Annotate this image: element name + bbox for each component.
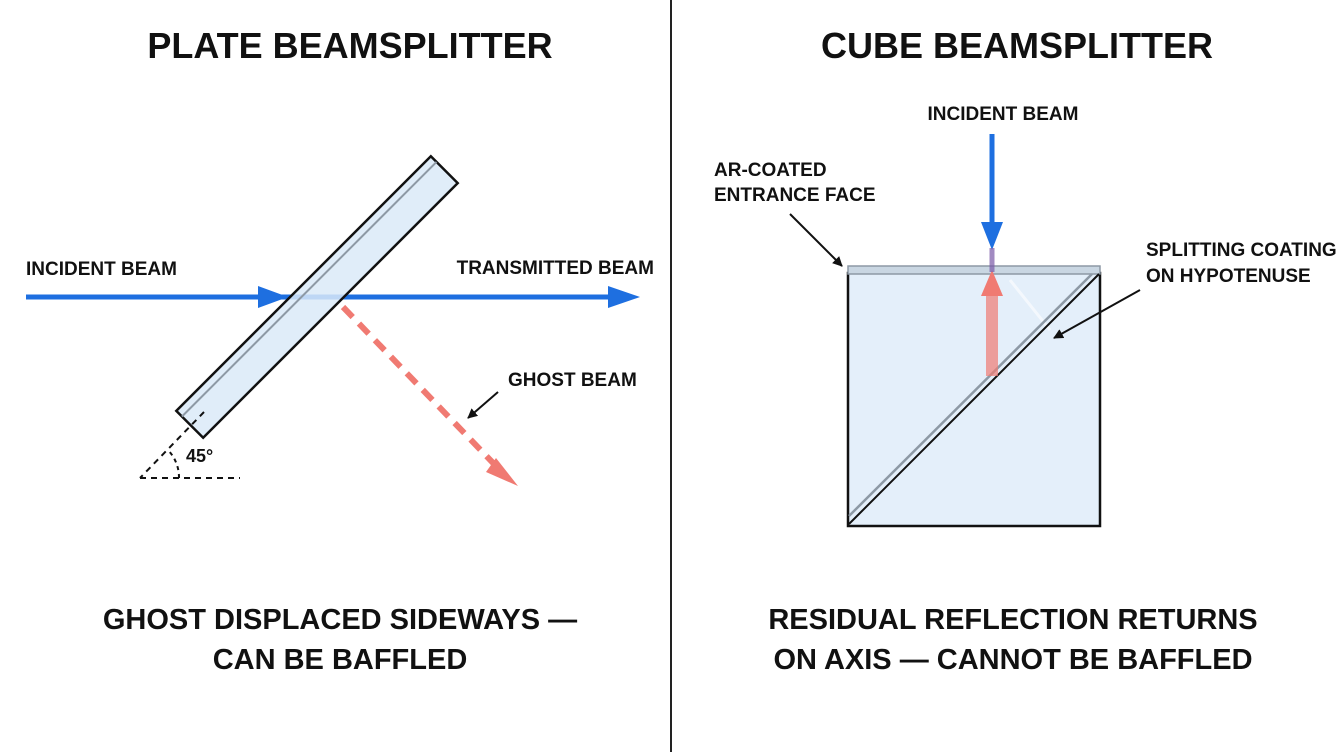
cube-ar-label-line2: ENTRANCE FACE [714, 185, 876, 206]
cube-hypotenuse-coating [848, 273, 1100, 525]
cube-residual-reflection-beam [986, 292, 998, 376]
plate-ghost-label: GHOST BEAM [508, 370, 637, 391]
cube-coating-label-line1: SPLITTING COATING [1146, 240, 1337, 261]
cube-incident-arrowhead [981, 222, 1003, 250]
plate-caption-line2: CAN BE BAFFLED [213, 644, 468, 676]
cube-ar-label-line1: AR-COATED [714, 160, 827, 181]
cube-ar-pointer [789, 213, 843, 267]
cube-ar-coating-layer [847, 265, 1101, 275]
plate-ghost-beam [340, 304, 499, 469]
plate-incident-arrowhead [258, 286, 288, 308]
cube-coating-pointer [1053, 289, 1141, 339]
plate-ghost-pointer [467, 391, 499, 419]
plate-angle-ref-line [139, 411, 205, 479]
plate-transmitted-label: TRANSMITTED BEAM [457, 258, 654, 279]
cube-caption-line1: RESIDUAL REFLECTION RETURNS [768, 604, 1257, 636]
plate-incident-label: INCIDENT BEAM [26, 259, 177, 280]
plate-transmitted-arrowhead [608, 286, 640, 308]
plate-angle-arc [167, 449, 181, 479]
cube-title: CUBE BEAMSPLITTER [821, 25, 1213, 66]
plate-caption-line1: GHOST DISPLACED SIDEWAYS — [103, 604, 577, 636]
cube-hypotenuse-coating-inner [848, 273, 1093, 517]
plate-title: PLATE BEAMSPLITTER [147, 25, 552, 66]
plate-ghost-arrowhead [486, 458, 518, 486]
plate-angle-label: 45° [186, 446, 213, 466]
cube-caption-line2: ON AXIS — CANNOT BE BAFFLED [773, 644, 1252, 676]
cube-coating-label-line2: ON HYPOTENUSE [1146, 266, 1311, 287]
plate-beamsplitter-glass [174, 154, 460, 440]
cube-incident-label: INCIDENT BEAM [928, 104, 1079, 125]
cube-residual-reflection-arrowhead [981, 270, 1003, 296]
